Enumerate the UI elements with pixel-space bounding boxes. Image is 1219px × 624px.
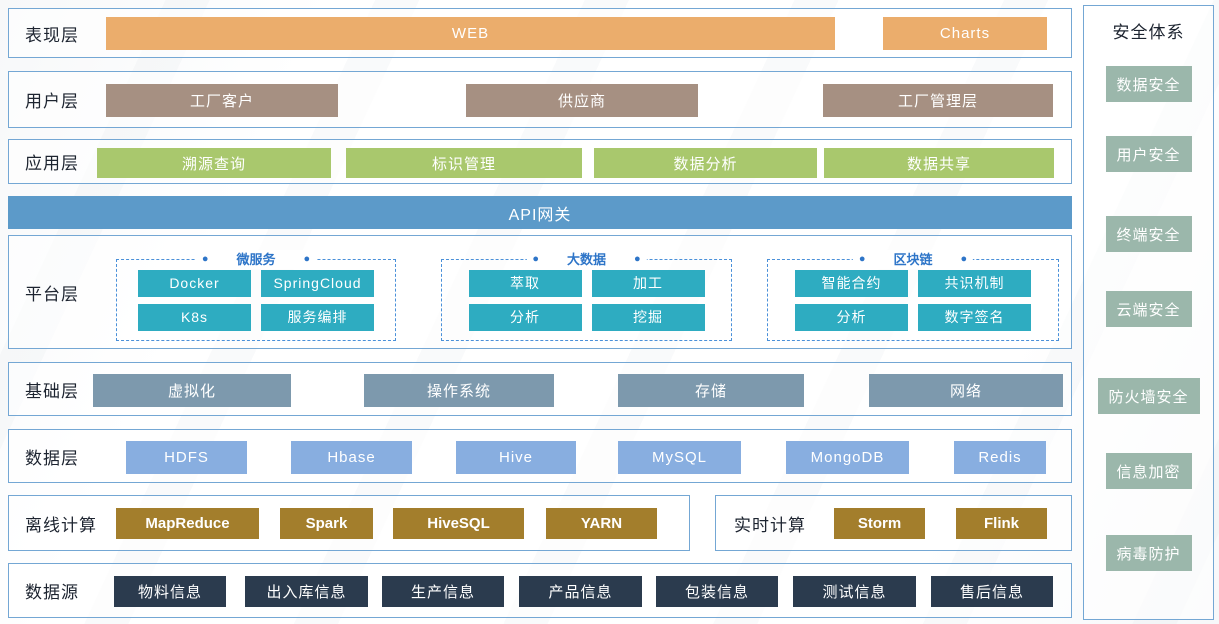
security-item: 病毒防护 <box>1105 535 1192 571</box>
datasource-item: 售后信息 <box>931 576 1053 607</box>
platform-group-title: ● 大数据 ● <box>526 250 647 269</box>
offline-compute-item: HiveSQL <box>393 508 524 539</box>
application-layer-item: 溯源查询 <box>97 148 331 178</box>
user-layer-item: 工厂管理层 <box>823 84 1053 117</box>
platform-item: SpringCloud <box>261 269 374 297</box>
infrastructure-item: 操作系统 <box>364 374 554 407</box>
platform-group-blockchain: ● 区块链 ● 智能合约 共识机制 分析 数字签名 <box>767 250 1059 341</box>
data-layer-item: MySQL <box>618 441 741 474</box>
user-layer-row: 用户层 工厂客户 供应商 工厂管理层 <box>8 71 1072 128</box>
platform-item: 萃取 <box>468 269 582 297</box>
data-layer-item: MongoDB <box>786 441 909 474</box>
platform-item: 分析 <box>468 303 582 331</box>
offline-compute-label: 离线计算 <box>25 515 97 535</box>
offline-compute-item: YARN <box>546 508 657 539</box>
infrastructure-item: 网络 <box>869 374 1063 407</box>
application-layer-label: 应用层 <box>25 154 79 173</box>
security-item: 防火墙安全 <box>1097 378 1200 414</box>
platform-item: 服务编排 <box>261 303 374 331</box>
infrastructure-item: 存储 <box>618 374 804 407</box>
realtime-compute-label: 实时计算 <box>734 515 806 535</box>
data-layer-item: Hbase <box>291 441 412 474</box>
datasource-item: 出入库信息 <box>245 576 368 607</box>
data-layer-item: HDFS <box>126 441 247 474</box>
datasource-item: 产品信息 <box>519 576 642 607</box>
presentation-layer-row: 表现层 WEB Charts <box>8 8 1072 58</box>
bullet-dot-icon: ● <box>201 253 209 265</box>
bullet-dot-icon: ● <box>858 253 866 265</box>
platform-item: 分析 <box>795 303 908 331</box>
platform-item: Docker <box>138 269 251 297</box>
platform-group-title: ● 区块链 ● <box>852 250 974 269</box>
presentation-item-charts: Charts <box>883 17 1047 50</box>
infrastructure-layer-label: 基础层 <box>25 381 79 401</box>
presentation-item-web: WEB <box>106 17 835 50</box>
platform-group-title-text: 大数据 <box>566 252 607 267</box>
data-layer-item: Redis <box>954 441 1046 474</box>
application-layer-item: 标识管理 <box>346 148 582 178</box>
realtime-compute-item: Storm <box>834 508 925 539</box>
realtime-compute-item: Flink <box>956 508 1047 539</box>
datasource-label: 数据源 <box>25 583 79 602</box>
platform-item: 挖掘 <box>591 303 705 331</box>
bullet-dot-icon: ● <box>960 253 968 265</box>
security-item: 终端安全 <box>1105 216 1192 252</box>
platform-item: 加工 <box>591 269 705 297</box>
platform-group-title-text: 区块链 <box>893 252 933 267</box>
datasource-item: 测试信息 <box>793 576 916 607</box>
user-layer-label: 用户层 <box>25 92 79 111</box>
security-item: 用户安全 <box>1105 136 1192 172</box>
application-layer-item: 数据共享 <box>824 148 1054 178</box>
platform-group-title: ● 微服务 ● <box>195 250 317 269</box>
platform-group-bigdata: ● 大数据 ● 萃取 加工 分析 挖掘 <box>441 250 732 341</box>
security-item: 信息加密 <box>1105 453 1192 489</box>
platform-layer-label: 平台层 <box>25 284 79 304</box>
platform-group-microservice: ● 微服务 ● Docker SpringCloud K8s 服务编排 <box>116 250 396 341</box>
security-item: 数据安全 <box>1105 66 1192 102</box>
user-layer-item: 供应商 <box>466 84 698 117</box>
infrastructure-layer-row: 基础层 虚拟化 操作系统 存储 网络 <box>8 362 1072 416</box>
datasource-row: 数据源 物料信息 出入库信息 生产信息 产品信息 包装信息 测试信息 售后信息 <box>8 563 1072 618</box>
data-layer-row: 数据层 HDFS Hbase Hive MySQL MongoDB Redis <box>8 429 1072 483</box>
offline-compute-item: MapReduce <box>116 508 259 539</box>
infrastructure-item: 虚拟化 <box>93 374 291 407</box>
platform-item: 数字签名 <box>918 303 1031 331</box>
platform-item: 共识机制 <box>918 269 1031 297</box>
bullet-dot-icon: ● <box>532 253 539 265</box>
platform-layer-row: 平台层 ● 微服务 ● Docker SpringCloud K8s 服务编排 … <box>8 235 1072 349</box>
api-gateway-bar: API网关 <box>8 196 1072 229</box>
presentation-layer-label: 表现层 <box>25 25 79 45</box>
application-layer-item: 数据分析 <box>594 148 817 178</box>
security-item: 云端安全 <box>1105 291 1192 327</box>
realtime-compute-row: 实时计算 Storm Flink <box>715 495 1072 551</box>
datasource-item: 生产信息 <box>382 576 504 607</box>
bullet-dot-icon: ● <box>634 253 641 265</box>
offline-compute-item: Spark <box>280 508 373 539</box>
datasource-item: 物料信息 <box>114 576 226 607</box>
bullet-dot-icon: ● <box>303 253 311 265</box>
security-sidebar-title: 安全体系 <box>1112 23 1185 42</box>
platform-group-title-text: 微服务 <box>236 252 276 267</box>
data-layer-item: Hive <box>456 441 576 474</box>
platform-item: K8s <box>138 303 251 331</box>
security-sidebar: 安全体系 数据安全 用户安全 终端安全 云端安全 防火墙安全 信息加密 病毒防护 <box>1083 5 1214 620</box>
application-layer-row: 应用层 溯源查询 标识管理 数据分析 数据共享 <box>8 139 1072 184</box>
user-layer-item: 工厂客户 <box>106 84 338 117</box>
data-layer-label: 数据层 <box>25 448 79 468</box>
offline-compute-row: 离线计算 MapReduce Spark HiveSQL YARN <box>8 495 690 551</box>
platform-item: 智能合约 <box>795 269 908 297</box>
datasource-item: 包装信息 <box>656 576 778 607</box>
